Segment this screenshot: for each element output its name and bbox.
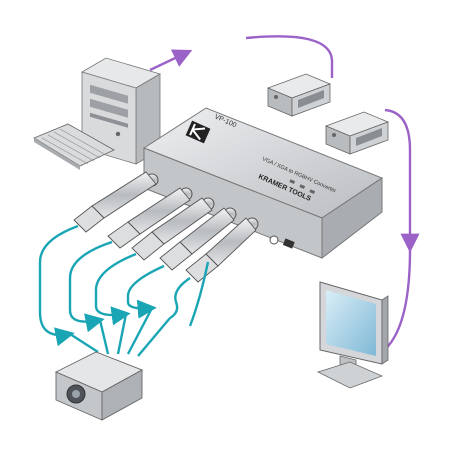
monitor-icon [316,281,389,389]
kramer-logo [185,120,211,144]
power-input [269,235,295,249]
vga-connector-icon [324,111,390,155]
monitor-screen [326,290,376,356]
status-leds [289,179,316,195]
rgb-cable-2 [68,240,113,333]
bnc-plugs [73,171,257,283]
rgb-cable-1 [38,224,79,347]
bnc-plug-5 [185,217,257,283]
rgb-cable-5 [169,277,191,320]
rgb-cable-group [38,224,210,357]
vp-100-device: VP-100 VGA / XGA to RGBHV Converter KRAM… [142,107,384,260]
projector-icon [54,351,144,421]
vga-cable-computer-out [149,49,193,72]
bnc-plug-4 [159,207,235,271]
device-right [321,177,383,260]
bnc-plug-2 [107,187,191,249]
vga-cable-loop-to-input [245,35,334,78]
keyboard-icon [33,123,115,170]
rgb-cable-3 [94,252,137,326]
vga-cable-loop-to-monitor [384,108,420,253]
vga-connector-icon [266,73,332,117]
bnc-plug-1 [73,171,157,233]
rgb-cable-4 [126,264,165,319]
bnc-plug-3 [131,197,213,261]
rgb-cable-6 [188,261,210,327]
